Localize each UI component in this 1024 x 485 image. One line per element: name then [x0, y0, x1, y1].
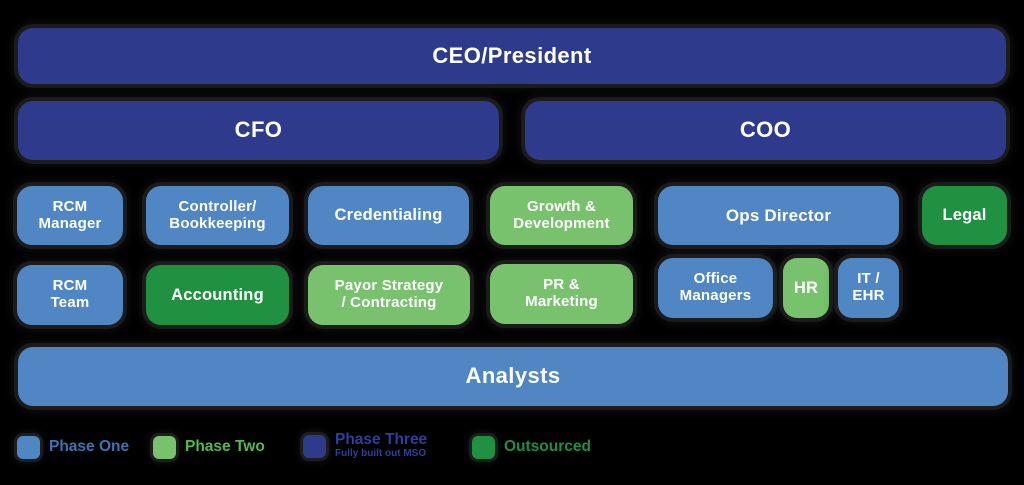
phase-one-label: Phase One [49, 438, 130, 456]
org-box-ops-director: Ops Director [658, 186, 899, 245]
org-box-analysts: Analysts [18, 347, 1008, 406]
org-box-hr: HR [783, 258, 829, 318]
org-box-rcm-manager: RCM Manager [17, 186, 123, 245]
phase-two-swatch [153, 436, 176, 459]
outsourced-swatch [472, 436, 495, 459]
org-box-payor-strategy-contracting: Payor Strategy / Contracting [308, 265, 470, 325]
phase-one-swatch [17, 436, 40, 459]
legend-item-phase-three: Phase Three Fully built out MSO [303, 431, 428, 460]
legend-item-outsourced: Outsourced [472, 436, 591, 459]
org-box-rcm-team: RCM Team [17, 265, 123, 325]
legend-item-phase-one: Phase One [17, 436, 129, 459]
org-box-coo: COO [525, 101, 1006, 160]
phase-three-sublabel: Fully built out MSO [335, 448, 427, 460]
org-box-pr-marketing: PR & Marketing [490, 264, 633, 324]
org-box-office-managers: Office Managers [658, 258, 773, 318]
org-box-cfo: CFO [18, 101, 499, 160]
org-box-controller-bookkeeping: Controller/ Bookkeeping [146, 186, 289, 245]
org-box-it-ehr: IT / EHR [838, 258, 899, 318]
phase-three-swatch [303, 434, 326, 458]
org-box-growth-development: Growth & Development [490, 186, 633, 245]
org-box-accounting: Accounting [146, 265, 289, 325]
outsourced-label: Outsourced [504, 438, 591, 456]
org-box-credentialing: Credentialing [308, 186, 469, 245]
phase-three-label: Phase Three [335, 431, 428, 448]
org-box-legal: Legal [922, 186, 1007, 245]
phase-two-label: Phase Two [185, 438, 265, 456]
org-box-ceo-president: CEO/President [18, 28, 1006, 84]
legend-item-phase-two: Phase Two [153, 436, 265, 459]
